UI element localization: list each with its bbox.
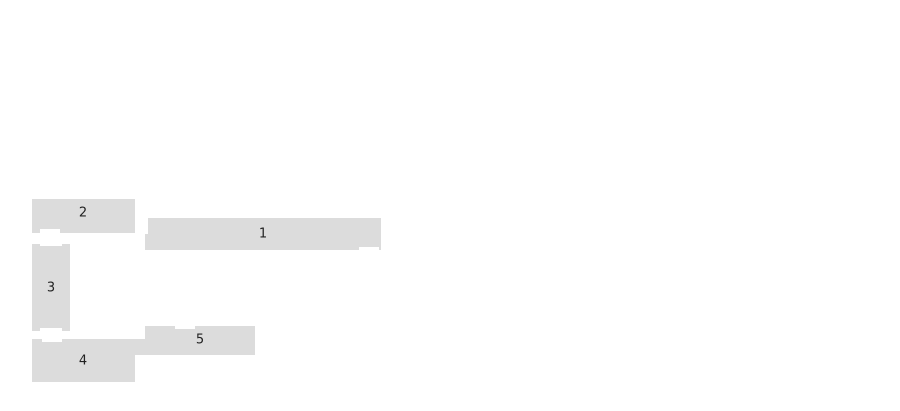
room-2-label: 2: [79, 206, 87, 221]
room-3-shape: [32, 244, 70, 331]
room-5: 5: [145, 326, 255, 355]
room-1-shape: [145, 218, 381, 250]
room-2-shape: [32, 199, 135, 233]
room-1-door-gap-left: [145, 218, 148, 234]
room-2-door-gap: [40, 229, 60, 234]
room-1: 1: [145, 218, 381, 251]
room-1-label: 1: [259, 227, 267, 242]
room-1-door-gap-bottom: [359, 247, 379, 251]
room-4-shape: [32, 339, 145, 382]
room-5-shape: [145, 326, 255, 355]
room-3-door-gap-bottom: [40, 328, 62, 332]
room-3-label: 3: [47, 281, 55, 296]
room-2: 2: [32, 199, 135, 234]
room-4: 4: [32, 339, 145, 382]
room-3: 3: [32, 242, 70, 332]
room-3-door-gap-top: [40, 242, 62, 246]
room-5-label: 5: [196, 333, 204, 348]
room-4-label: 4: [79, 354, 87, 369]
